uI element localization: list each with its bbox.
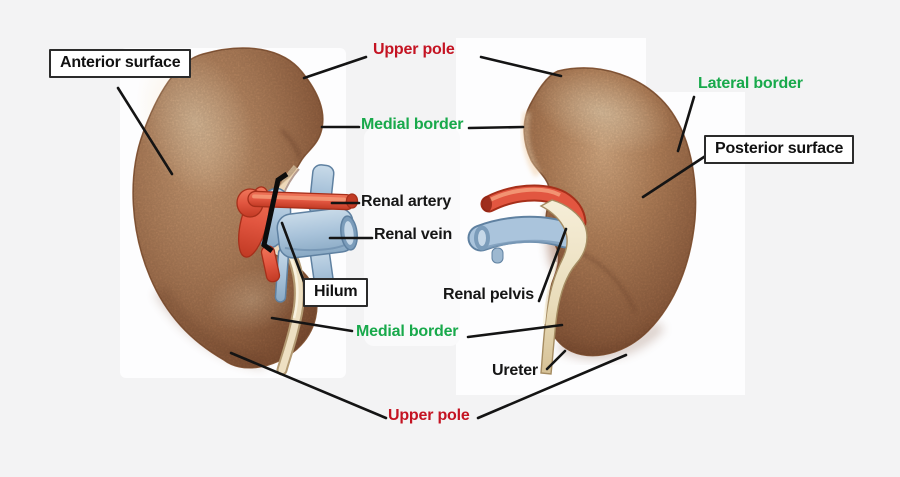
line-ureter xyxy=(545,349,567,371)
label-posterior-surface: Posterior surface xyxy=(704,135,855,164)
line-lateral-border xyxy=(676,95,696,153)
leader-lines xyxy=(116,55,709,420)
line-renal-pelvis xyxy=(537,227,568,303)
label-renal-pelvis: Renal pelvis xyxy=(443,286,534,303)
line-upper-pole-bottom-right xyxy=(476,353,628,420)
line-medial-border-bottom-left xyxy=(270,316,354,333)
line-upper-pole-top-left xyxy=(302,55,368,80)
label-upper-pole-top: Upper pole xyxy=(373,41,455,58)
line-upper-pole-bottom-left xyxy=(229,351,388,420)
line-upper-pole-top-right xyxy=(479,55,563,78)
line-medial-border-top-right xyxy=(467,125,525,130)
line-posterior-surface xyxy=(641,153,709,199)
label-anterior-surface: Anterior surface xyxy=(49,49,192,78)
right-renal-vein xyxy=(467,215,580,264)
label-medial-border-top: Medial border xyxy=(361,116,464,133)
label-ureter: Ureter xyxy=(492,362,538,379)
label-hilum: Hilum xyxy=(303,278,369,307)
hilum-bracket xyxy=(261,171,289,253)
line-medial-border-bottom-right xyxy=(466,323,564,339)
right-renal-pelvis-ureter xyxy=(539,199,588,375)
label-renal-vein: Renal vein xyxy=(374,226,453,243)
label-medial-border-bottom: Medial border xyxy=(356,323,459,340)
line-hilum xyxy=(280,221,308,289)
label-renal-artery: Renal artery xyxy=(361,193,452,210)
line-anterior-surface xyxy=(116,86,174,176)
left-renal-artery xyxy=(236,186,359,283)
label-upper-pole-bottom: Upper pole xyxy=(388,407,470,424)
label-lateral-border: Lateral border xyxy=(698,75,803,92)
